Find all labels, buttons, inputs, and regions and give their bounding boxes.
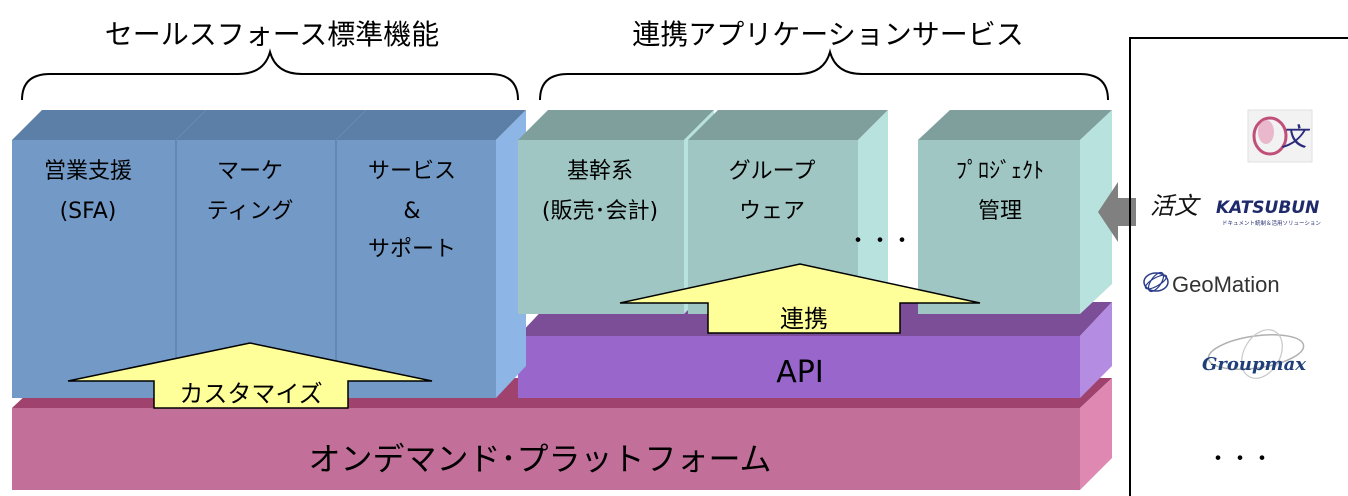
app-ellipsis: ・・・	[847, 229, 913, 254]
svg-text:Groupmax: Groupmax	[1202, 354, 1306, 375]
svg-text:GeoMation: GeoMation	[1172, 272, 1280, 297]
standard-block-service	[336, 110, 526, 398]
svg-text:文: 文	[1281, 123, 1311, 153]
app-block-project	[918, 110, 1112, 314]
app-block-project-line1: ﾌﾟﾛｼﾞｪｸﾄ	[956, 159, 1044, 184]
svg-text:KATSUBUN: KATSUBUN	[1216, 198, 1319, 218]
standard-block-sfa-line1: 営業支援	[44, 159, 132, 184]
platform-label: オンデマンド･プラットフォーム	[308, 440, 771, 478]
partner-more-ellipsis: ・・・	[1207, 447, 1273, 472]
integration-arrow	[619, 263, 981, 334]
partner-logo-geomation: GeoMation	[1143, 271, 1280, 297]
app-block-groupware-line2: ウェア	[739, 199, 805, 224]
app-block-project-line2: 管理	[978, 199, 1022, 224]
partner-panel	[1129, 37, 1348, 496]
app-block-groupware-line1: グループ	[729, 159, 816, 184]
header-brace-left	[21, 48, 519, 101]
header-brace-right	[539, 48, 1109, 101]
svg-text:ドキュメント統制＆活用ソリューション: ドキュメント統制＆活用ソリューション	[1222, 219, 1321, 227]
standard-block-service-line2: &	[403, 199, 420, 224]
standard-block-marketing-line2: ティング	[207, 199, 294, 224]
header-left-title: セールスフォース標準機能	[105, 18, 440, 51]
partner-logo-katsubun: 活文 KATSUBUN ドキュメント統制＆活用ソリューション	[1150, 192, 1321, 227]
integration-arrow-label: 連携	[780, 305, 828, 333]
connector-arrow	[1098, 182, 1136, 242]
standard-block-sfa-line2: (SFA)	[60, 199, 117, 224]
customize-arrow-label: カスタマイズ	[179, 380, 322, 408]
app-block-core-line2: (販売･会計)	[542, 199, 658, 224]
partner-logo-groupmax: Groupmax	[1202, 329, 1306, 379]
api-label: API	[776, 355, 823, 390]
standard-block-marketing-line1: マーケ	[217, 159, 283, 184]
standard-block-service-line3: サポート	[368, 237, 456, 262]
standard-block-service-line1: サービス	[368, 159, 456, 184]
customize-arrow	[67, 342, 433, 409]
header-right-title: 連携アプリケーションサービス	[632, 18, 1023, 51]
app-block-core-line1: 基幹系	[567, 159, 633, 184]
svg-text:活文: 活文	[1150, 192, 1201, 220]
partner-logo-emblem: 文	[1247, 109, 1313, 163]
